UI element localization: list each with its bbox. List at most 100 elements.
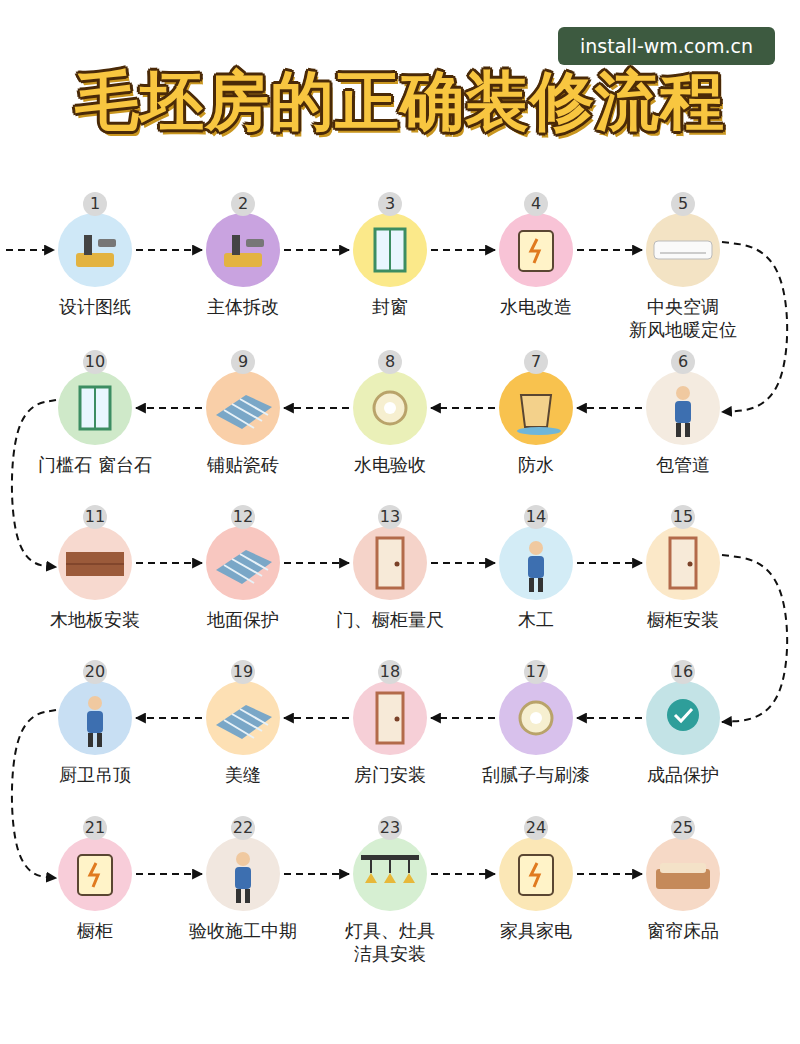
icon-circle [646,371,720,445]
step-node: 12地面保护 [178,505,308,631]
flow-arrow [431,873,495,875]
icon-circle [206,526,280,600]
step-number: 4 [524,192,548,216]
icon-part [384,402,396,414]
flow-arrow [431,717,495,719]
icon-part [519,855,553,895]
flow-arrow [431,407,495,409]
step-icon [646,371,720,445]
icon-part [98,239,116,247]
step-node: 4 水电改造 [471,192,601,318]
step-icon [646,213,720,287]
icon-circle [646,681,720,755]
icon-part [654,241,712,259]
icon-part [670,538,696,588]
step-number: 19 [231,660,255,684]
step-number: 5 [671,192,695,216]
icon-part [232,235,240,255]
icon-part [84,235,92,255]
step-icon [206,681,280,755]
step-number: 23 [378,816,402,840]
step-node: 3封窗 [325,192,455,318]
icon-part [66,563,124,565]
step-node: 13门、橱柜量尺 [325,505,455,631]
step-icon [353,213,427,287]
icon-part [529,578,534,592]
step-number: 18 [378,660,402,684]
icon-part [370,860,372,873]
step-label: 主体拆改 [178,295,308,318]
step-icon [353,526,427,600]
step-label: 房门安装 [325,763,455,786]
icon-part [519,231,553,271]
flow-arrow [284,717,349,719]
step-label: 家具家电 [471,919,601,942]
step-node: 22验收施工中期 [178,816,308,942]
step-label: 水电改造 [471,295,601,318]
icon-part [216,395,272,429]
step-node: 1设计图纸 [30,192,160,318]
flow-arrow [722,555,787,722]
icon-part [403,873,415,883]
icon-circle [499,681,573,755]
step-icon [58,681,132,755]
step-node: 16成品保护 [618,660,748,786]
step-number: 12 [231,505,255,529]
step-icon [58,526,132,600]
step-number: 20 [83,660,107,684]
icon-part [675,401,691,423]
step-label: 验收施工中期 [178,919,308,942]
icon-circle [353,526,427,600]
step-icon [353,837,427,911]
step-node: 7防水 [471,350,601,476]
icon-part [528,556,544,578]
step-label: 设计图纸 [30,295,160,318]
step-number: 24 [524,816,548,840]
step-number: 2 [231,192,255,216]
icon-part [538,578,543,592]
step-label: 门槛石 窗台石 [30,453,160,476]
step-icon [206,526,280,600]
flow-arrow [431,249,495,251]
icon-part [531,239,539,263]
icon-part [236,852,250,866]
icon-part [216,550,272,584]
icon-circle [206,837,280,911]
icon-part [361,855,419,860]
step-icon [58,213,132,287]
step-node: 9铺贴瓷砖 [178,350,308,476]
icon-part [76,253,114,267]
icon-part [224,399,268,428]
icon-circle [58,371,132,445]
step-number: 15 [671,505,695,529]
icon-part [389,860,391,873]
icon-part [408,860,410,873]
flow-arrow [136,873,202,875]
icon-part [216,705,272,739]
step-node: 18 房门安装 [325,660,455,786]
step-node: 21橱柜 [30,816,160,942]
flow-arrow [284,873,349,875]
flow-arrow [577,562,642,564]
icon-part [517,427,561,435]
step-node: 5中央空调 新风地暖定位 [618,192,748,341]
icon-part [688,562,693,567]
flow-arrow [136,717,202,719]
flow-arrow [577,873,642,875]
step-node: 15橱柜安装 [618,505,748,631]
icon-part [685,423,690,437]
watermark: install-wm.com.cn [558,27,775,65]
icon-circle [58,526,132,600]
icon-circle [499,526,573,600]
step-label: 窗帘床品 [618,919,748,942]
step-number: 11 [83,505,107,529]
icon-part [660,863,706,873]
icon-part [365,873,377,883]
step-node: 8水电验收 [325,350,455,476]
icon-circle [58,213,132,287]
step-icon [499,526,573,600]
flow-arrow [284,249,349,251]
step-icon [646,526,720,600]
icon-circle [206,681,280,755]
